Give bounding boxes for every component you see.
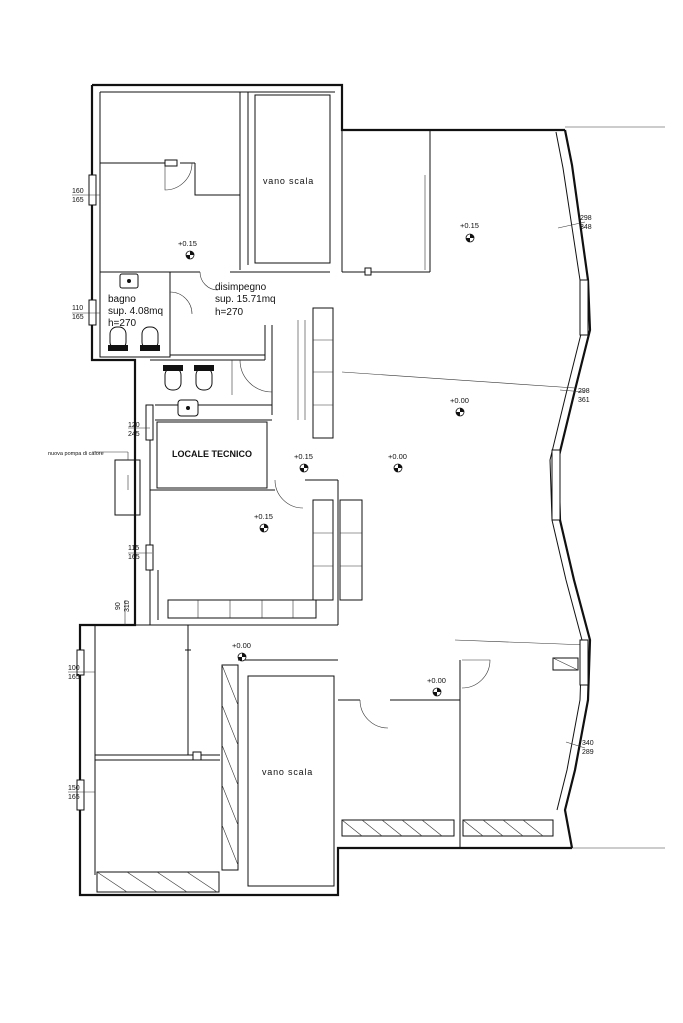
disimpegno-label: disimpegno — [215, 282, 267, 293]
bagno-label: bagno — [108, 294, 136, 305]
level-label: +0.00 — [450, 396, 469, 405]
wardrobes — [167, 307, 363, 619]
level-marker: +0.15 — [460, 221, 479, 243]
level-marker: +0.00 — [232, 641, 251, 662]
disimpegno-height: h=270 — [215, 307, 244, 318]
locale-tecnico-label: LOCALE TECNICO — [172, 449, 252, 459]
stair-bottom: vano scala — [247, 675, 335, 887]
middle-walls: LOCALE TECNICO nuova pompa di calore — [48, 325, 339, 626]
window-dim-bottom: 361 — [578, 397, 590, 404]
stair-top: vano scala — [254, 94, 331, 264]
level-marker: +0.00 — [450, 396, 469, 417]
window-dims-left: 160 165 110 165 120 245 115 165 90 310 1… — [68, 188, 140, 801]
window-dim-top: 110 — [72, 305, 83, 312]
window-dim-top: 298 — [580, 215, 592, 222]
window-dim-top: 160 — [72, 188, 84, 195]
level-label: +0.00 — [427, 676, 446, 685]
window-dim-top: 90 — [115, 602, 122, 610]
window-dim-bottom: 245 — [128, 431, 140, 438]
disimpegno-room: disimpegno sup. 15.71mq h=270 — [199, 271, 276, 318]
bottom-right-rooms — [338, 659, 554, 848]
level-marker: +0.15 — [294, 452, 313, 473]
window-dim-bottom: 165 — [72, 314, 84, 321]
heat-pump-note: nuova pompa di calore — [48, 451, 104, 457]
level-marker: +0.15 — [178, 239, 197, 260]
stair-top-label: vano scala — [263, 176, 314, 186]
window-dim-bottom: 310 — [124, 600, 131, 612]
window-dim-bottom: 289 — [582, 749, 594, 756]
level-label: +0.15 — [178, 239, 197, 248]
window-dim-bottom: 165 — [72, 197, 84, 204]
top-right-room — [341, 130, 431, 276]
window-dim-top: 115 — [128, 545, 139, 552]
window-dim-top: 340 — [582, 740, 594, 747]
top-left-rooms — [100, 92, 249, 270]
level-label: +0.15 — [254, 512, 273, 521]
level-label: +0.00 — [388, 452, 407, 461]
level-marker: +0.00 — [427, 676, 446, 697]
bagno-height: h=270 — [108, 318, 137, 329]
window-dims-right: 298 348 298 361 340 289 — [578, 215, 594, 756]
level-label: +0.00 — [232, 641, 251, 650]
window-dim-bottom: 165 — [68, 794, 80, 801]
bagno-room: bagno sup. 4.08mq h=270 — [99, 271, 330, 358]
level-label: +0.15 — [294, 452, 313, 461]
stair-bottom-label: vano scala — [262, 767, 313, 777]
level-markers: +0.15 +0.15 +0.00 +0.15 +0.00 +0.15 — [178, 221, 479, 697]
window-dim-bottom: 348 — [580, 224, 592, 231]
window-dim-bottom: 165 — [128, 554, 140, 561]
bagno-area: sup. 4.08mq — [108, 306, 163, 317]
central-dividers — [341, 371, 589, 671]
window-dim-top: 100 — [68, 665, 80, 672]
window-dim-bottom: 165 — [68, 674, 80, 681]
windows-left — [68, 174, 154, 811]
windows-right — [551, 221, 589, 749]
bottom-left-rooms — [94, 625, 338, 893]
window-dim-top: 298 — [578, 388, 590, 395]
disimpegno-area: sup. 15.71mq — [215, 294, 276, 305]
window-dim-top: 120 — [128, 422, 140, 429]
level-marker: +0.00 — [388, 452, 407, 473]
window-dim-top: 150 — [68, 785, 80, 792]
level-marker: +0.15 — [254, 512, 273, 533]
level-label: +0.15 — [460, 221, 479, 230]
